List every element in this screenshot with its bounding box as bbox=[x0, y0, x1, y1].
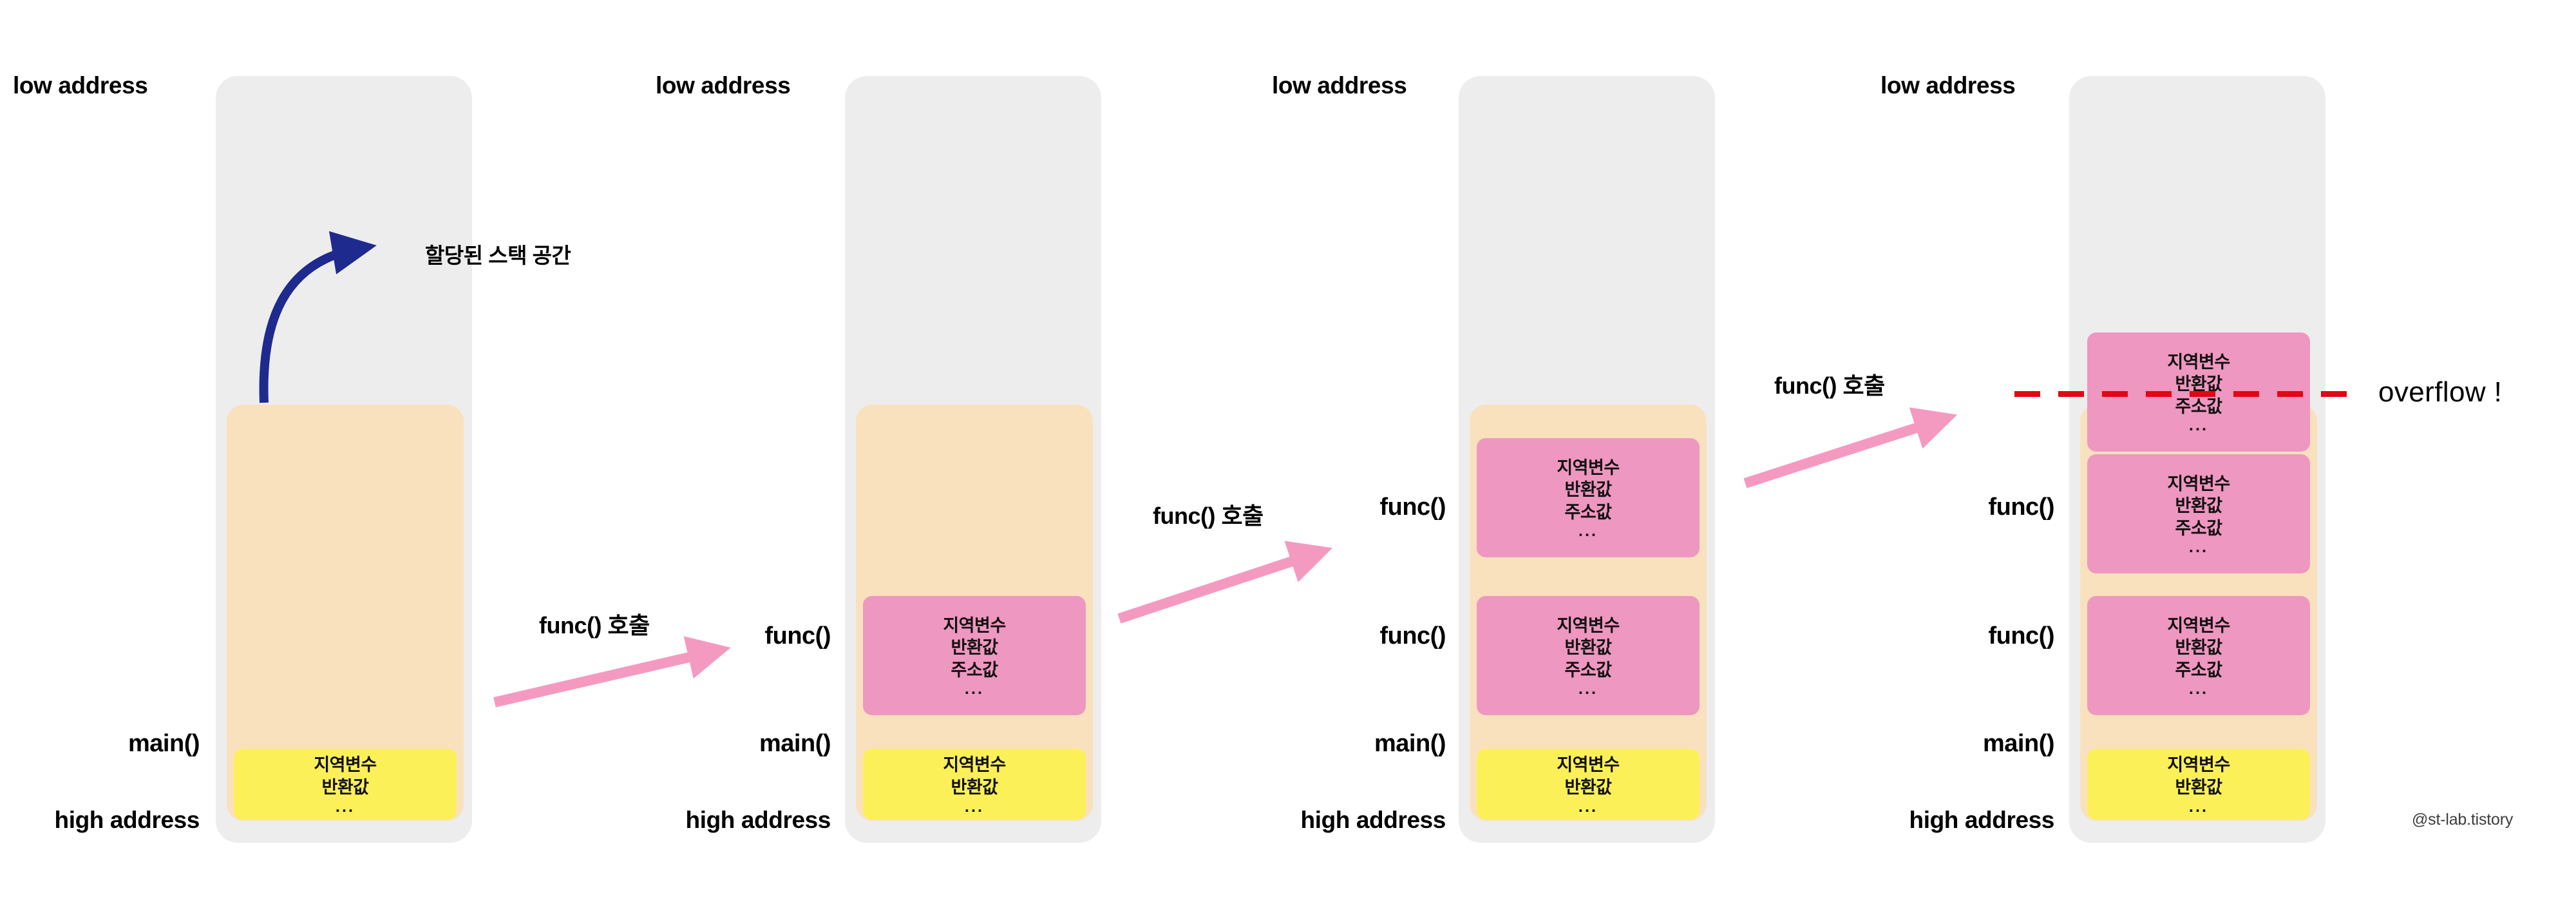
frame-line-local-var: 지역변수 bbox=[943, 615, 1006, 635]
frame-line-local-var: 지역변수 bbox=[314, 755, 377, 775]
frame-line-address-value: 주소값 bbox=[2175, 660, 2222, 680]
overflow-label: overflow ! bbox=[2378, 376, 2503, 408]
frame-line-ellipsis: ... bbox=[1578, 522, 1598, 541]
call-arrow-3 bbox=[1743, 407, 1958, 488]
col2-high-address-label: high address bbox=[685, 807, 831, 833]
frame-line-ellipsis: ... bbox=[2188, 416, 2209, 435]
frame-line-local-var: 지역변수 bbox=[2167, 615, 2230, 635]
frame-line-return-value: 반환값 bbox=[1564, 480, 1612, 500]
col4-low-address-label: low address bbox=[1880, 72, 2016, 99]
call-arrow-1 bbox=[493, 636, 731, 707]
col1-high-address-label: high address bbox=[54, 807, 200, 833]
frame-line-return-value: 반환값 bbox=[2175, 374, 2222, 394]
col4-func-frame-2: 지역변수 반환값 주소값 ... bbox=[2087, 454, 2310, 573]
frame-line-local-var: 지역변수 bbox=[1557, 615, 1620, 635]
col3-low-address-label: low address bbox=[1272, 72, 1407, 99]
col4-high-address-label: high address bbox=[1909, 807, 2055, 833]
frame-line-address-value: 주소값 bbox=[1564, 660, 1612, 680]
frame-line-ellipsis: ... bbox=[964, 680, 985, 698]
col2-low-address-label: low address bbox=[656, 72, 791, 99]
call-arrow-2 bbox=[1117, 541, 1333, 624]
frame-line-ellipsis: ... bbox=[335, 797, 355, 816]
frame-line-address-value: 주소값 bbox=[2175, 518, 2222, 538]
frame-line-local-var: 지역변수 bbox=[943, 755, 1006, 775]
call-label-3: func() 호출 bbox=[1774, 372, 1885, 399]
frame-line-local-var: 지역변수 bbox=[2167, 474, 2230, 494]
col4-main-frame: 지역변수 반환값 ... bbox=[2087, 749, 2310, 820]
allocated-space-note: 할당된 스택 공간 bbox=[425, 244, 571, 267]
col3-func-label-2: func() bbox=[1379, 622, 1446, 649]
frame-line-ellipsis: ... bbox=[1578, 797, 1598, 816]
frame-line-return-value: 반환값 bbox=[321, 777, 369, 797]
call-label-1: func() 호출 bbox=[539, 612, 650, 639]
overflow-dashed-line bbox=[2014, 391, 2362, 397]
col2-func-frame-1: 지역변수 반환값 주소값 ... bbox=[863, 596, 1086, 715]
frame-line-local-var: 지역변수 bbox=[2167, 755, 2230, 775]
frame-line-return-value: 반환값 bbox=[2175, 777, 2222, 797]
frame-line-ellipsis: ... bbox=[1578, 680, 1598, 698]
frame-line-return-value: 반환값 bbox=[951, 777, 998, 797]
col2-main-frame: 지역변수 반환값 ... bbox=[863, 749, 1086, 820]
frame-line-address-value: 주소값 bbox=[2175, 396, 2222, 416]
call-label-2: func() 호출 bbox=[1153, 503, 1264, 529]
frame-line-address-value: 주소값 bbox=[1564, 502, 1612, 522]
col4-func-label-1: func() bbox=[1988, 494, 2054, 521]
col3-func-frame-1: 지역변수 반환값 주소값 ... bbox=[1477, 438, 1700, 557]
frame-line-local-var: 지역변수 bbox=[1557, 457, 1620, 477]
frame-line-ellipsis: ... bbox=[2188, 538, 2209, 557]
frame-line-return-value: 반환값 bbox=[951, 638, 998, 658]
frame-line-address-value: 주소값 bbox=[951, 660, 998, 680]
frame-line-ellipsis: ... bbox=[2188, 680, 2209, 698]
col3-high-address-label: high address bbox=[1300, 807, 1446, 833]
frame-line-return-value: 반환값 bbox=[2175, 496, 2222, 516]
frame-line-return-value: 반환값 bbox=[1564, 638, 1612, 658]
col3-main-label: main() bbox=[1374, 730, 1446, 757]
col3-func-label-1: func() bbox=[1379, 494, 1446, 521]
frame-line-ellipsis: ... bbox=[964, 797, 985, 816]
col1-low-address-label: low address bbox=[13, 72, 148, 99]
col2-main-label: main() bbox=[759, 730, 831, 757]
frame-line-return-value: 반환값 bbox=[2175, 638, 2222, 658]
frame-line-local-var: 지역변수 bbox=[1557, 755, 1620, 775]
col1-main-label: main() bbox=[128, 730, 200, 757]
col3-func-frame-2: 지역변수 반환값 주소값 ... bbox=[1477, 596, 1700, 715]
watermark: @st-lab.tistory bbox=[2412, 811, 2514, 829]
col4-main-label: main() bbox=[1983, 730, 2055, 757]
col1-main-frame: 지역변수 반환값 ... bbox=[234, 749, 457, 820]
col4-func-frame-3: 지역변수 반환값 주소값 ... bbox=[2087, 596, 2310, 715]
frame-line-local-var: 지역변수 bbox=[2167, 352, 2230, 372]
frame-line-ellipsis: ... bbox=[2188, 797, 2209, 816]
col4-func-label-2: func() bbox=[1988, 622, 2054, 649]
col2-func-label-1: func() bbox=[764, 622, 831, 649]
frame-line-return-value: 반환값 bbox=[1564, 777, 1612, 797]
col3-main-frame: 지역변수 반환값 ... bbox=[1477, 749, 1700, 820]
